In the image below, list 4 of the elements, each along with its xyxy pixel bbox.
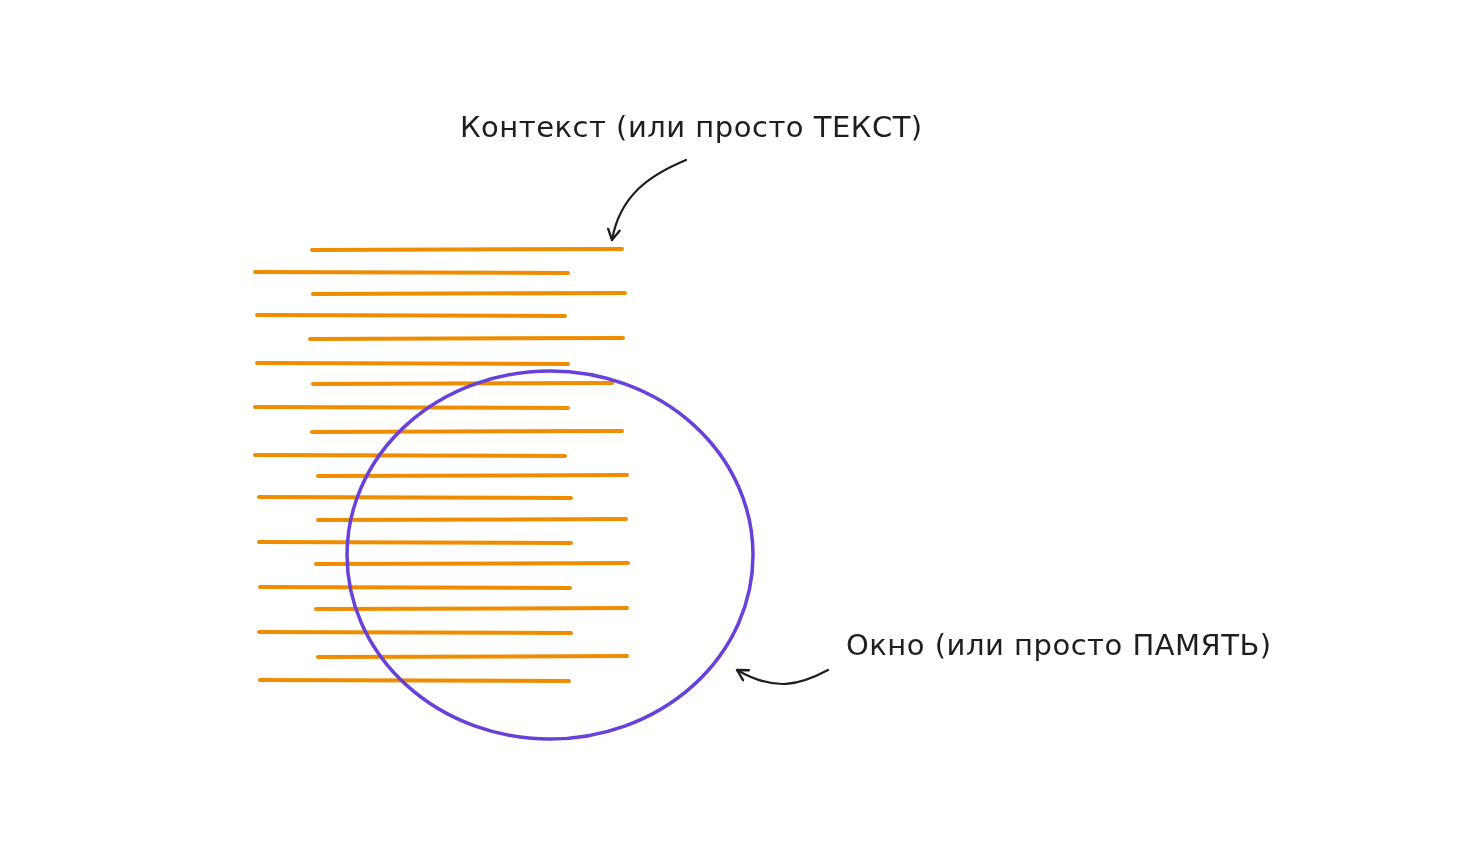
arrow	[735, 668, 830, 685]
annotation-text: Контекст (или просто ТЕКСТ)	[460, 110, 924, 144]
annotation-text: Окно (или просто ПАМЯТЬ)	[846, 628, 1273, 662]
arrow	[607, 158, 688, 242]
